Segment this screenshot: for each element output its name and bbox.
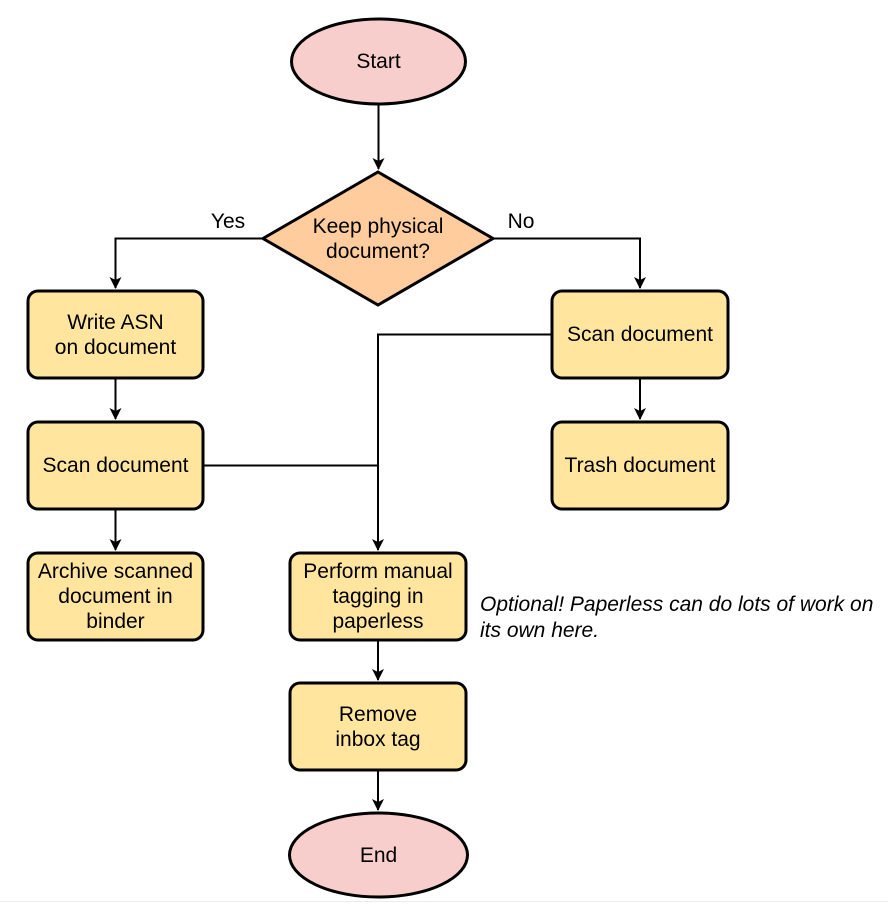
- end-node: [288, 811, 469, 899]
- yes-edge-label: Yes: [196, 210, 260, 233]
- start-node: [290, 17, 467, 106]
- scan-document-left-node: [26, 420, 205, 511]
- scan-document-right-node: [550, 289, 730, 380]
- tagging-node: [288, 551, 468, 642]
- decision-node: [260, 170, 496, 307]
- edge-decision-yes-to-write-asn: [109, 237, 263, 289]
- trash-node: [550, 420, 730, 511]
- archive-node: [26, 551, 205, 642]
- remove-inbox-tag-node: [288, 681, 468, 772]
- annotation-text: Optional! Paperless can do lots of work …: [480, 593, 874, 642]
- edge-decision-no-to-scan-right: [493, 237, 646, 289]
- edge-scan-right-to-tagging: [372, 333, 552, 551]
- write-asn-node: [26, 289, 205, 380]
- bottom-divider: [0, 901, 888, 902]
- no-edge-label: No: [489, 210, 553, 233]
